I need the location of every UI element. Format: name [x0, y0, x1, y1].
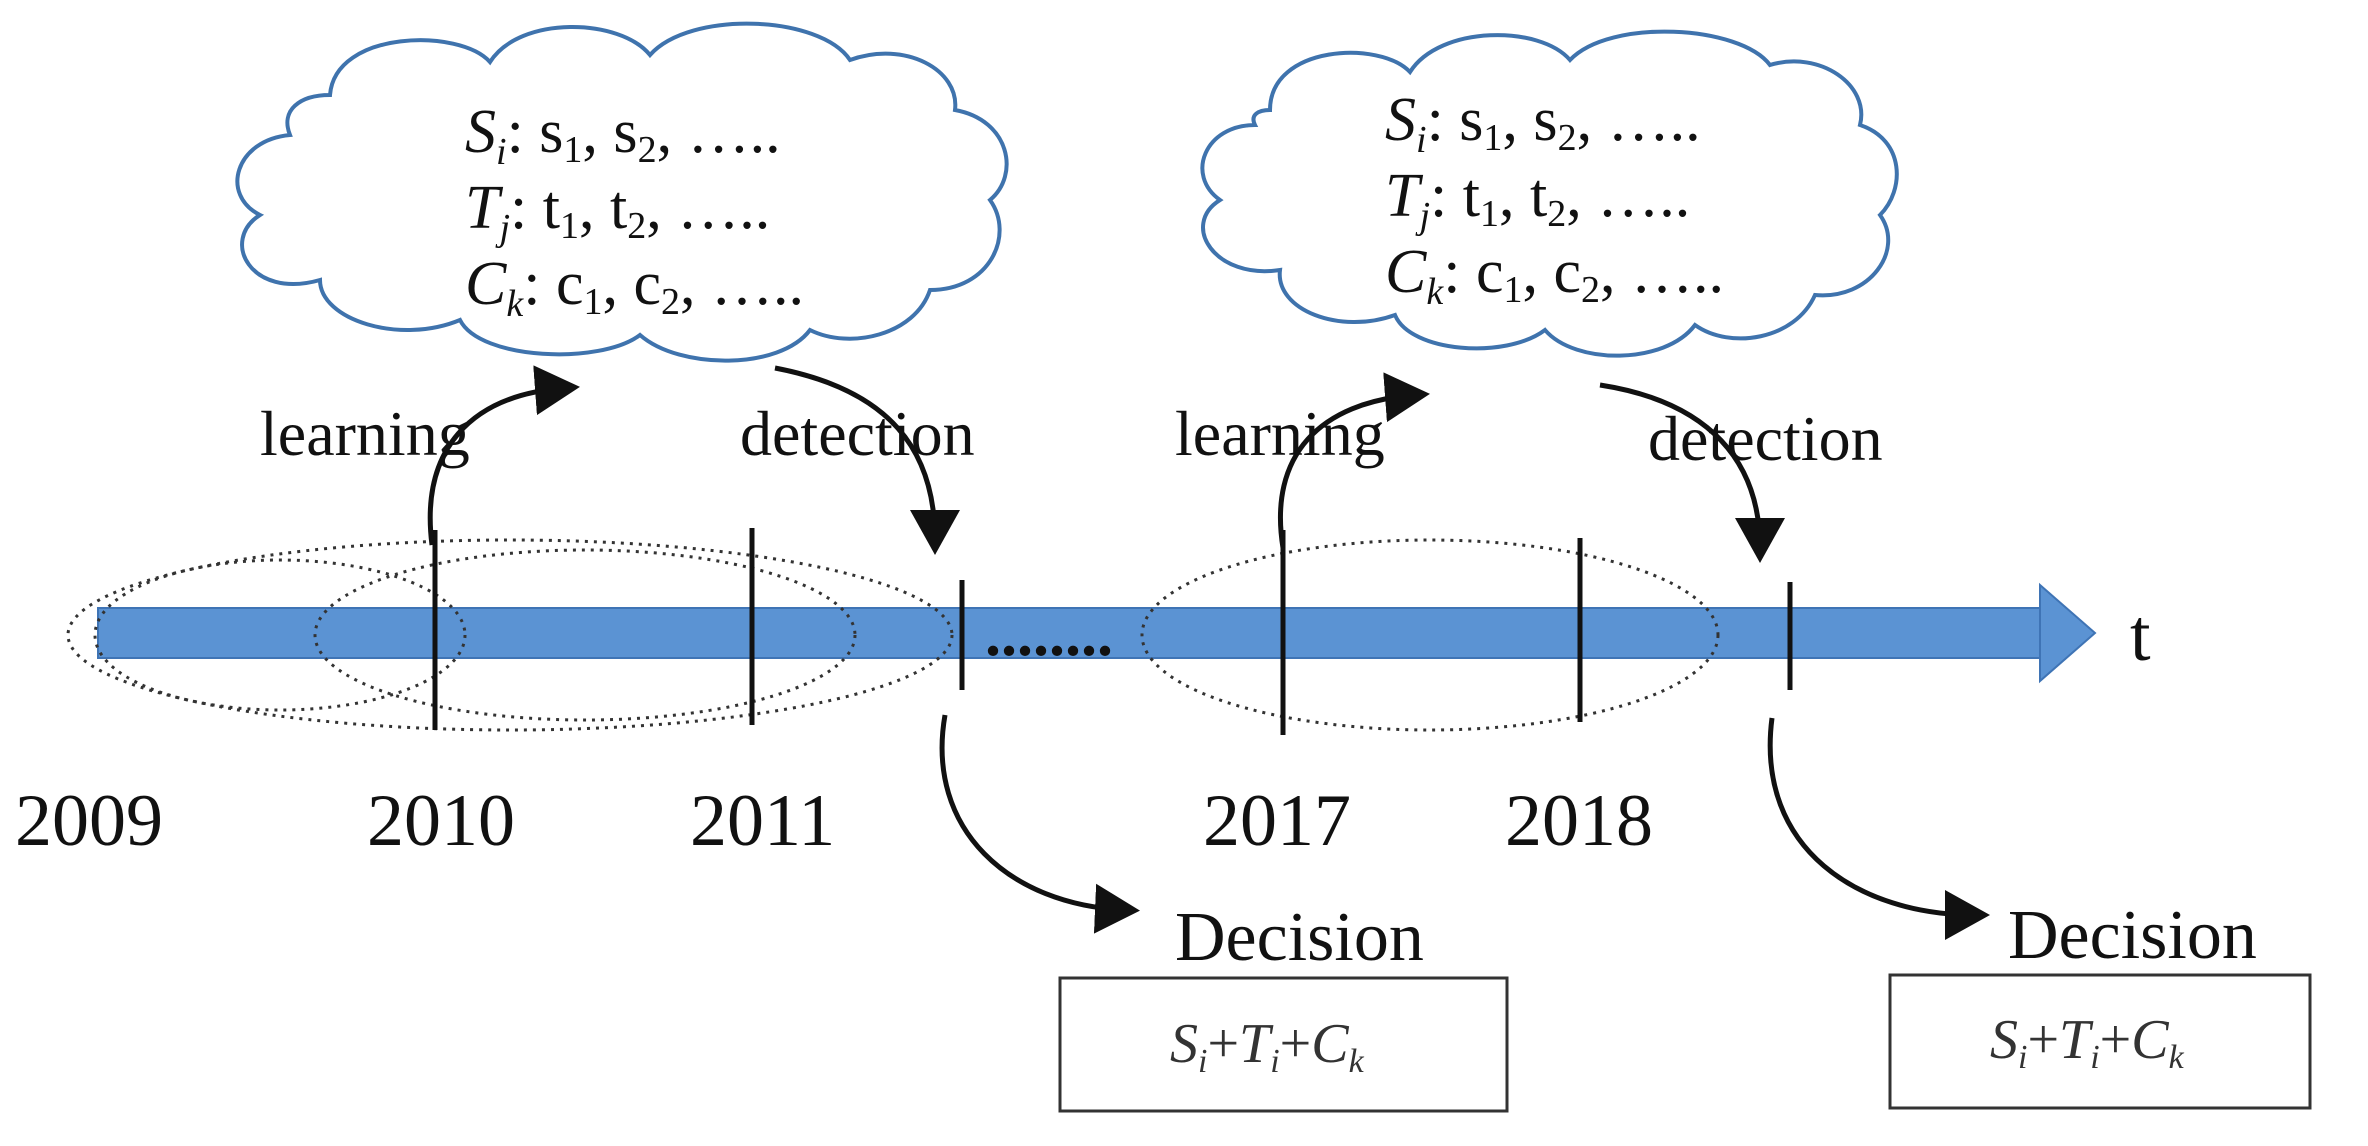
cloud-line-t: Tj: t1, t2, ….. [465, 174, 770, 249]
gap-marker: ........ [985, 598, 1113, 669]
learning-arrow [427, 365, 580, 546]
year-label: 2011 [690, 780, 835, 862]
cloud-line-c: Ck: c1, c2, ….. [1385, 238, 1724, 313]
year-label: 2018 [1505, 780, 1653, 862]
cloud-line-t: Tj: t1, t2, ….. [1385, 162, 1690, 237]
year-label: 2010 [367, 780, 515, 862]
decision-box [1888, 973, 2312, 1110]
detection-arrow [1599, 382, 1785, 563]
cloud-line-c: Ck: c1, c2, ….. [465, 250, 804, 325]
knowledge-cloud [235, 21, 1009, 363]
decision-arrow [1767, 717, 1990, 940]
year-label: 2009 [15, 780, 163, 862]
learning-label: learning [260, 398, 470, 469]
sliding-windows [66, 538, 1720, 732]
detection-arrow [774, 365, 960, 555]
time-axis-arrowhead [2039, 582, 2097, 684]
time-axis-label: t [2130, 595, 2151, 677]
decision-arrow [939, 714, 1140, 934]
year-labels: 2009 2010 2011 2017 2018 [15, 780, 1653, 862]
learning-arrow [1277, 372, 1430, 549]
cycle-group-1: Si: s1, s2, ….. Tj: t1, t2, ….. Ck: c1, … [235, 21, 1509, 1113]
window-ellipse-2010-2011 [313, 548, 857, 722]
decision-formula: Si+Ti+Ck [1170, 1013, 1365, 1080]
cycle-group-2: Si: s1, s2, ….. Tj: t1, t2, ….. Ck: c1, … [1175, 29, 2312, 1110]
time-axis: t [97, 582, 2151, 684]
window-ellipse-2017-2018 [1140, 538, 1720, 732]
timeline-ticks [432, 528, 1793, 735]
cloud-line-s: Si: s1, s2, ….. [1385, 86, 1701, 161]
decision-formula: Si+Ti+Ck [1990, 1009, 2185, 1076]
cloud-line-s: Si: s1, s2, ….. [465, 98, 781, 173]
decision-label: Decision [1175, 899, 1424, 976]
year-label: 2017 [1203, 780, 1351, 862]
window-ellipse-2009-2011 [66, 538, 954, 732]
decision-box [1058, 976, 1509, 1113]
knowledge-cloud [1200, 29, 1899, 358]
decision-label: Decision [2008, 897, 2257, 974]
detection-label: detection [740, 398, 975, 469]
time-axis-bar [97, 607, 2059, 659]
window-ellipse-2009-2010 [93, 558, 467, 712]
